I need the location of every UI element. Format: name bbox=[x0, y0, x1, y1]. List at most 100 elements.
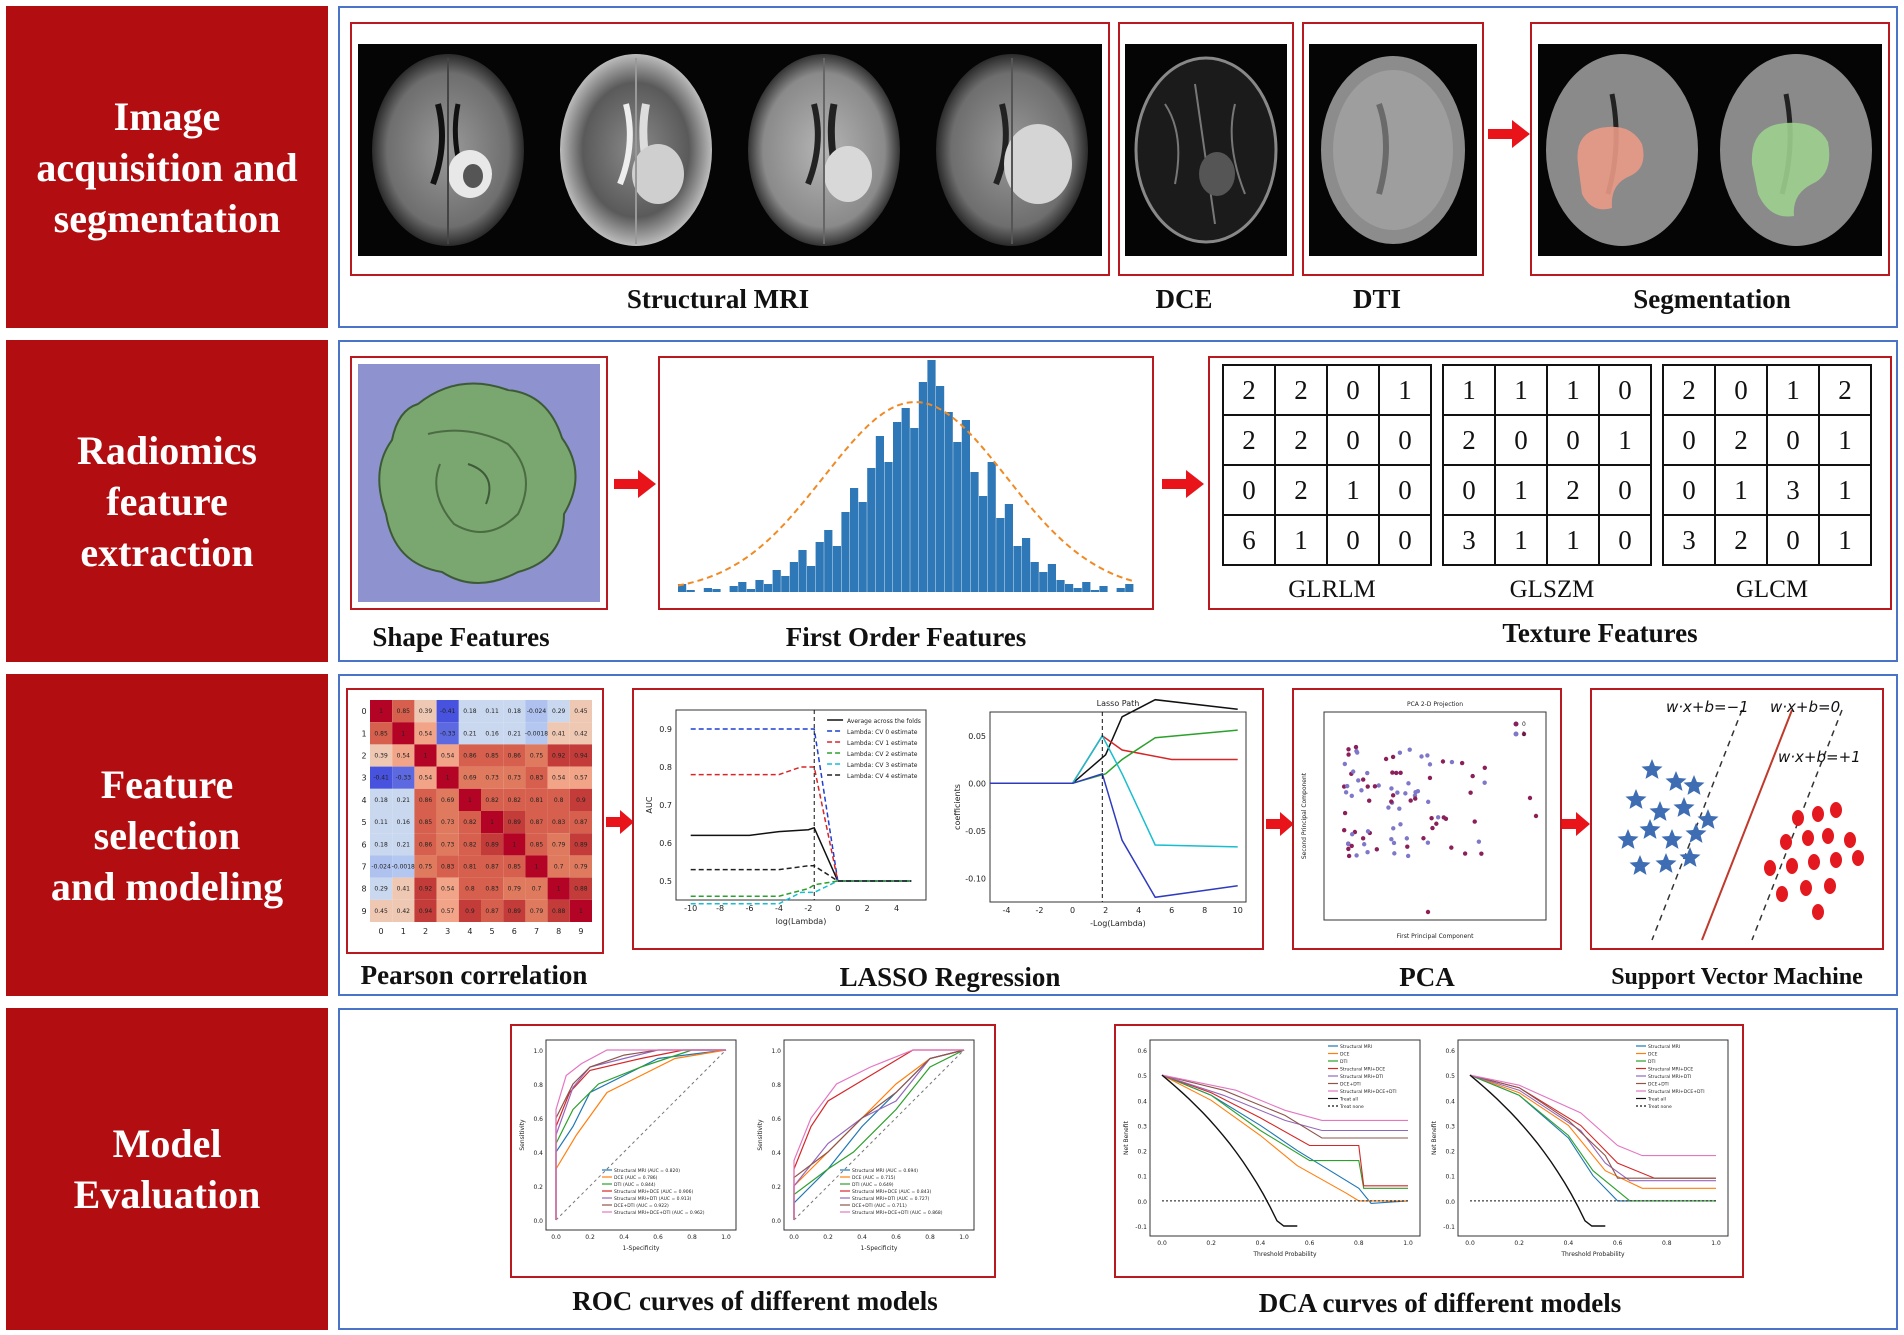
y-tick-label: 0.2 bbox=[533, 1184, 543, 1191]
heatmap-value: 1 bbox=[490, 819, 494, 826]
circle-marker bbox=[1764, 860, 1776, 876]
matrix-cell: 1 bbox=[1378, 364, 1432, 416]
heatmap-cell bbox=[436, 722, 459, 745]
matrix-cell: 1 bbox=[1818, 464, 1872, 516]
brain-slices bbox=[372, 54, 1088, 246]
y-tick-label: 6 bbox=[361, 840, 366, 849]
heatmap-value: 0.87 bbox=[574, 819, 588, 826]
histogram-bar bbox=[1125, 584, 1134, 592]
heatmap-value: 0.81 bbox=[463, 864, 477, 871]
matrix-cell: 2 bbox=[1222, 414, 1276, 466]
legend-label: Structural MRI+DCE (AUC = 0.843) bbox=[852, 1189, 931, 1195]
heatmap-cell bbox=[503, 811, 526, 834]
scatter-point bbox=[1345, 841, 1351, 847]
fit-curve bbox=[677, 400, 1135, 587]
histogram-bar bbox=[1065, 584, 1074, 592]
circle-marker bbox=[1792, 810, 1804, 826]
dca-curve bbox=[1469, 1074, 1716, 1157]
x-axis-label: First Principal Component bbox=[1397, 933, 1474, 940]
histogram-frame bbox=[658, 356, 1154, 610]
scatter-point bbox=[1459, 760, 1465, 766]
scatter-point bbox=[1413, 796, 1418, 801]
x-tick-label: 0.8 bbox=[1354, 1240, 1364, 1247]
structural-mri-images bbox=[358, 44, 1102, 256]
histogram-bar bbox=[807, 566, 816, 592]
heatmap-value: 1 bbox=[401, 730, 405, 737]
scatter-point bbox=[1391, 826, 1396, 831]
heatmap-cell bbox=[525, 700, 548, 723]
histogram-bar bbox=[789, 562, 798, 592]
matrix-cell: 0 bbox=[1662, 464, 1716, 516]
heatmap-cell bbox=[370, 766, 393, 789]
circle-marker bbox=[1802, 830, 1814, 846]
heatmap-cell bbox=[414, 788, 437, 811]
heatmap-cell bbox=[392, 855, 415, 878]
segmentation-frame bbox=[1530, 22, 1890, 276]
scatter-point bbox=[1425, 840, 1431, 845]
brain-slice bbox=[372, 54, 524, 246]
scatter-point bbox=[1441, 815, 1446, 820]
matrix-cell: 0 bbox=[1598, 514, 1652, 566]
heatmap-value: 0.89 bbox=[508, 819, 522, 826]
x-tick-label: 0.8 bbox=[925, 1234, 935, 1241]
heatmap-cell bbox=[525, 722, 548, 745]
plot-title: PCA 2-D Projection bbox=[1407, 701, 1463, 708]
arrow-icon bbox=[614, 470, 656, 498]
x-tick-label: 1 bbox=[401, 927, 406, 936]
heatmap-cell bbox=[370, 899, 393, 922]
heatmap-cell bbox=[392, 744, 415, 767]
caption-dti: DTI bbox=[1352, 284, 1401, 314]
heatmap-value: 0.94 bbox=[574, 753, 588, 760]
legend-label: DTI bbox=[1340, 1059, 1348, 1065]
heatmap-value: 0.83 bbox=[485, 886, 499, 893]
legend-label: Structural MRI+DTI bbox=[1648, 1074, 1691, 1080]
heatmap-cell bbox=[569, 700, 592, 723]
series-line bbox=[690, 766, 912, 882]
star-marker bbox=[1641, 759, 1663, 779]
legend-label: Treat none bbox=[1339, 1104, 1364, 1110]
heatmap-cell bbox=[436, 899, 459, 922]
heatmap-cell bbox=[414, 833, 437, 856]
heatmap-cell bbox=[525, 833, 548, 856]
heatmap-cell bbox=[392, 833, 415, 856]
segmentation-overlays bbox=[1546, 54, 1872, 246]
histogram-bar bbox=[1090, 590, 1099, 592]
matrix-cell: 1 bbox=[1494, 364, 1548, 416]
x-tick-label: 9 bbox=[578, 927, 583, 936]
histogram-bar bbox=[678, 584, 687, 592]
matrix-cell: 6 bbox=[1222, 514, 1276, 566]
structural-mri-frame bbox=[350, 22, 1110, 276]
heatmap-cell bbox=[481, 811, 504, 834]
histogram-bar bbox=[798, 550, 807, 592]
heatmap-cell bbox=[436, 811, 459, 834]
heatmap-cell bbox=[547, 722, 570, 745]
histogram-bar bbox=[979, 496, 988, 592]
x-tick-label: 0.6 bbox=[653, 1234, 663, 1241]
x-tick-label: 0.0 bbox=[1465, 1240, 1475, 1247]
heatmap-value: 0.21 bbox=[463, 730, 477, 737]
plot-frame bbox=[545, 1039, 737, 1231]
tumor-mask-red bbox=[1577, 126, 1644, 210]
y-tick-label: 4 bbox=[361, 796, 366, 805]
heatmap-value: 1 bbox=[512, 841, 516, 848]
scatter-point bbox=[1425, 909, 1431, 915]
dca-curve bbox=[1161, 1074, 1408, 1121]
histogram-bar bbox=[970, 472, 979, 592]
x-tick-label: 2 bbox=[1103, 906, 1108, 915]
heatmap-value: 0.18 bbox=[374, 797, 388, 804]
caption-pearson: Pearson correlation bbox=[360, 960, 588, 990]
y-tick-label: -0.1 bbox=[1135, 1224, 1147, 1231]
histogram-bar bbox=[772, 570, 781, 592]
x-tick-label: 6 bbox=[512, 927, 517, 936]
legend-label: Structural MRI bbox=[1648, 1044, 1680, 1050]
heatmap-cell bbox=[525, 766, 548, 789]
roc-plot-left: 0.00.00.20.20.40.40.60.60.80.81.01.01-Sp… bbox=[519, 1039, 737, 1252]
heatmap-cell bbox=[414, 811, 437, 834]
histogram-bar bbox=[918, 382, 927, 592]
